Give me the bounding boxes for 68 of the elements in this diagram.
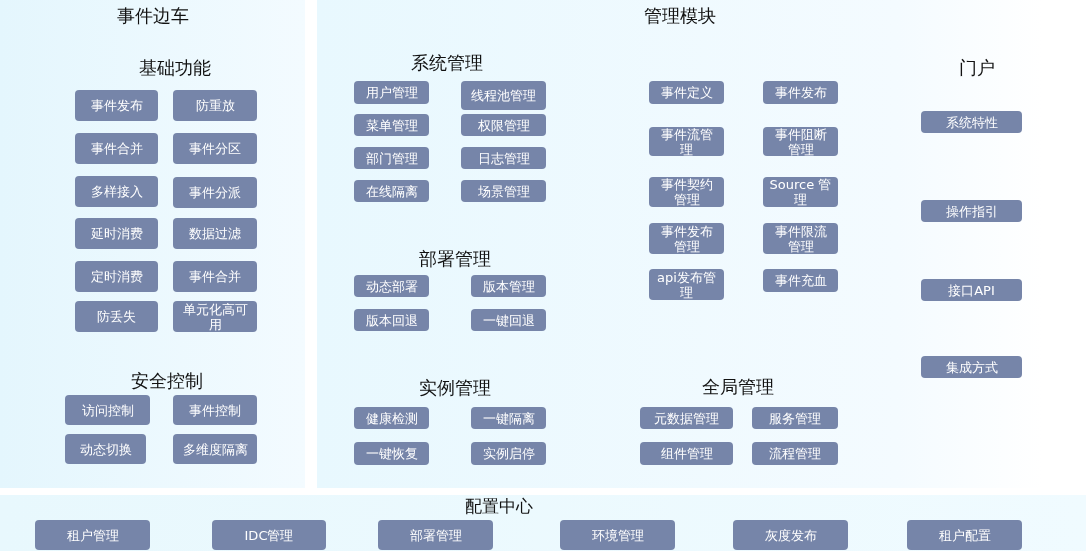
feature-box: 事件流管理 [649,127,724,156]
feature-box: 部门管理 [354,147,429,169]
feature-box: 事件合并 [75,133,158,164]
feature-box: 动态切换 [65,434,146,464]
feature-box: 防重放 [173,90,257,121]
feature-box: 防丢失 [75,301,158,332]
feature-box: 事件契约管理 [649,177,724,207]
group-heading: 系统管理 [411,51,483,75]
feature-box: 事件合并 [173,261,257,292]
feature-box: 灰度发布 [733,520,848,550]
feature-box: 场景管理 [461,180,546,202]
group-heading: 安全控制 [131,369,203,393]
group-heading: 实例管理 [419,376,491,400]
feature-box: 事件分区 [173,133,257,164]
feature-box: 部署管理 [378,520,493,550]
feature-box: api发布管理 [649,269,724,300]
feature-box: 版本回退 [354,309,429,331]
feature-box: 事件发布 [75,90,158,121]
panel-title: 管理模块 [642,4,717,28]
feature-box: 组件管理 [640,442,733,465]
feature-box: 健康检测 [354,407,429,429]
feature-box: 一键回退 [471,309,546,331]
feature-box: 一键恢复 [354,442,429,465]
module-panel [0,495,1086,551]
feature-box: 日志管理 [461,147,546,169]
feature-box: 环境管理 [560,520,675,550]
feature-box: 事件限流管理 [763,223,838,254]
feature-box: 事件控制 [173,395,257,425]
feature-box: 操作指引 [921,200,1022,222]
feature-box: 系统特性 [921,111,1022,133]
feature-box: 动态部署 [354,275,429,297]
feature-box: 线程池管理 [461,81,546,110]
feature-box: 服务管理 [752,407,838,429]
feature-box: 用户管理 [354,81,429,104]
feature-box: 流程管理 [752,442,838,465]
feature-box: 延时消费 [75,218,158,249]
feature-box: 事件发布 [763,81,838,104]
feature-box: 实例启停 [471,442,546,465]
group-heading: 门户 [959,56,995,80]
feature-box: Source 管理 [763,177,838,207]
feature-box: 租户配置 [907,520,1022,550]
feature-box: 版本管理 [471,275,546,297]
feature-box: 一键隔离 [471,407,546,429]
feature-box: 定时消费 [75,261,158,292]
feature-box: 访问控制 [65,395,150,425]
feature-box: 事件分派 [173,177,257,208]
feature-box: IDC管理 [212,520,326,550]
group-heading: 基础功能 [139,56,211,80]
feature-box: 租户管理 [35,520,150,550]
feature-box: 接口API [921,279,1022,301]
module-panel [0,0,305,488]
feature-box: 多维度隔离 [173,434,257,464]
group-heading: 全局管理 [702,375,774,399]
panel-title: 事件边车 [115,4,190,28]
feature-box: 事件发布管理 [649,223,724,254]
feature-box: 数据过滤 [173,218,257,249]
group-heading: 部署管理 [419,247,491,271]
feature-box: 集成方式 [921,356,1022,378]
panel-title: 配置中心 [465,495,533,518]
feature-box: 单元化高可用 [173,301,257,332]
feature-box: 权限管理 [461,114,546,136]
feature-box: 在线隔离 [354,180,429,202]
feature-box: 元数据管理 [640,407,733,429]
feature-box: 事件阻断管理 [763,127,838,156]
feature-box: 多样接入 [75,176,158,207]
feature-box: 事件充血 [763,269,838,292]
feature-box: 菜单管理 [354,114,429,136]
feature-box: 事件定义 [649,81,724,104]
